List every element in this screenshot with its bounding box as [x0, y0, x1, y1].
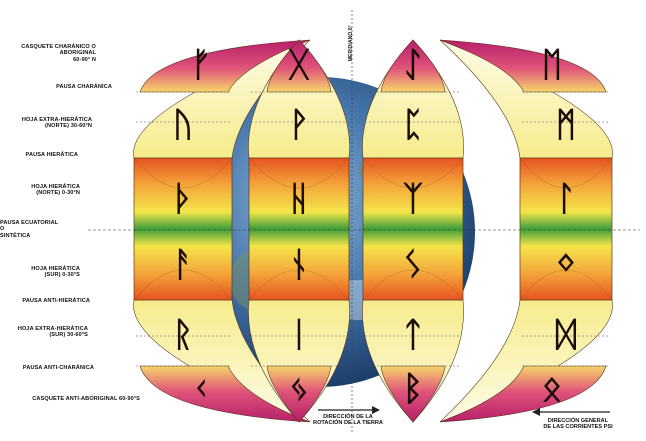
rune-glyph: ᛚ	[556, 179, 576, 219]
rune-glyph: ᚦ	[173, 179, 193, 219]
currents-arrow	[532, 408, 610, 416]
rune-glyph: ᚲ	[191, 369, 211, 409]
label-meridiano: MERIDIANO 0°	[348, 3, 354, 83]
rune-glyph: ᚨ	[173, 245, 193, 285]
rune-glyph: ᚾ	[289, 245, 309, 285]
gore-3	[362, 40, 463, 422]
rune-glyph: ᛜ	[556, 245, 576, 285]
rune-glyph: ᚱ	[173, 315, 193, 355]
label-pausa-ecuatorial: PAUSA ECUATORIAL O SINTÉTICA	[0, 220, 64, 239]
gore-2	[248, 40, 349, 422]
label-hoja-extra-hieratica-sur: HOJA EXTRA-HIERÁTICA (SUR) 30-60°S	[0, 326, 88, 339]
label-pausa-hieratica: PAUSA HIERÁTICA	[0, 152, 78, 158]
rune-glyph: ᛇ	[403, 45, 423, 85]
gore-top-cap	[440, 40, 606, 92]
rune-glyph: ᛈ	[403, 105, 423, 145]
rune-glyph: ᚺ	[289, 179, 309, 219]
label-hoja-hieratica-sur: HOJA HIERÁTICA (SUR) 0-30°S	[0, 266, 80, 279]
label-hoja-extra-hieratica-norte: HOJA EXTRA-HIERÁTICA (NORTE) 30-60°N	[0, 117, 92, 130]
gore-bottom-cap	[440, 366, 606, 422]
rune-glyph: ᛞ	[556, 315, 577, 355]
rune-glyph: ᛊ	[403, 245, 423, 285]
rotation-arrow	[318, 406, 380, 414]
rune-glyph: ᛃ	[289, 369, 309, 409]
label-casquete-charanico: CASQUETE CHARÁNICO O ABORIGINAL 60-90° N	[4, 44, 96, 63]
rune-glyph: ᛒ	[403, 369, 423, 409]
rune-glyph: ᛉ	[403, 179, 424, 219]
rune-glyph: ᛏ	[403, 315, 423, 355]
label-hoja-hieratica-norte: HOJA HIERÁTICA (NORTE) 0-30°N	[0, 184, 80, 197]
label-direccion-rotacion: DIRECCIÓN DE LA ROTACIÓN DE LA TIERRA	[298, 414, 398, 427]
rune-glyph: ᛁ	[289, 315, 309, 355]
label-pausa-anti-charanica: PAUSA ANTI-CHARÁNICA	[0, 365, 94, 371]
rune-glyph: ᛟ	[542, 369, 562, 409]
label-pausa-anti-hieratica: PAUSA ANTI-HIERÁTICA	[0, 298, 90, 304]
label-direccion-corrientes: DIRECCIÓN GENERAL DE LAS CORRIENTES PSI	[528, 418, 628, 431]
rune-glyph: ᚢ	[173, 105, 193, 145]
rune-glyph: ᛗ	[556, 105, 576, 145]
label-pausa-charanica: PAUSA CHARÁNICA	[20, 84, 112, 90]
rune-glyph: ᚠ	[191, 45, 211, 85]
label-casquete-anti-aboriginal: CASQUETE ANTI-ABORIGINAL 60-90°S	[0, 396, 140, 402]
rune-glyph: ᛖ	[542, 45, 562, 85]
rune-glyph: ᚹ	[289, 105, 309, 145]
rune-glyph: ᚷ	[288, 45, 310, 85]
